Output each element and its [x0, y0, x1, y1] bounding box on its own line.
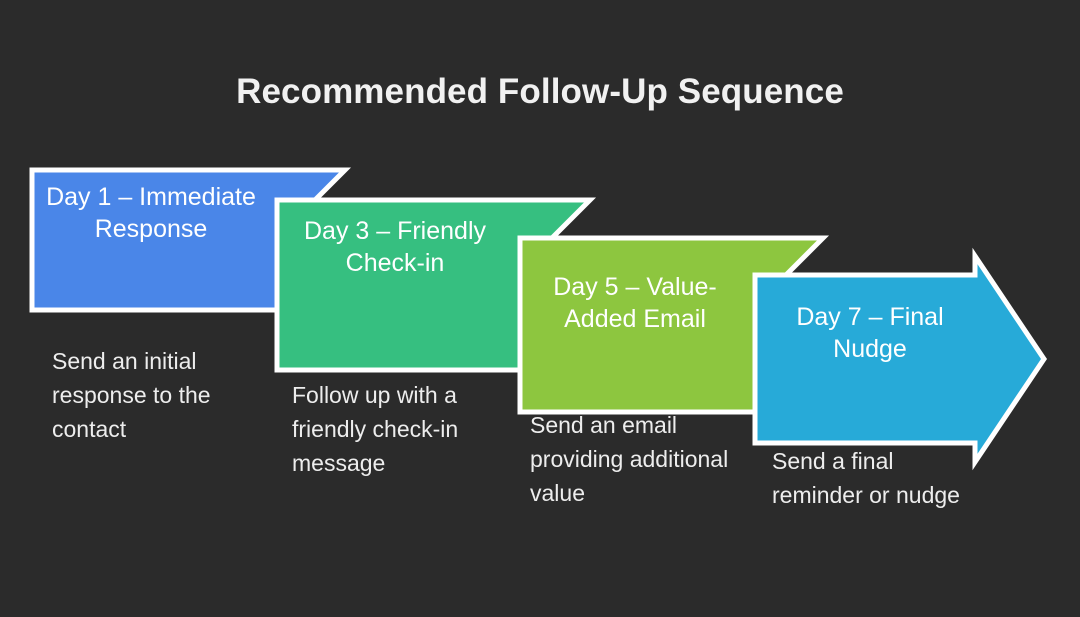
step-caption-day-5: Send an email providing additional value — [530, 412, 729, 507]
step-label-day-3: Day 3 – Friendly Check-in — [303, 217, 487, 277]
step-label-day-5: Day 5 – Value-Added Email — [553, 273, 717, 333]
step-label-day-1: Day 1 – Immediate Response — [46, 183, 256, 243]
step-caption-day-1: Send an initial response to the contact — [52, 348, 211, 443]
page-title: Recommended Follow-Up Sequence — [236, 72, 844, 111]
step-caption-day-7: Send a final reminder or nudge — [772, 448, 960, 509]
step-label-day-7: Day 7 – Final Nudge — [796, 303, 944, 363]
step-caption-day-3: Follow up with a friendly check-in messa… — [292, 382, 459, 477]
